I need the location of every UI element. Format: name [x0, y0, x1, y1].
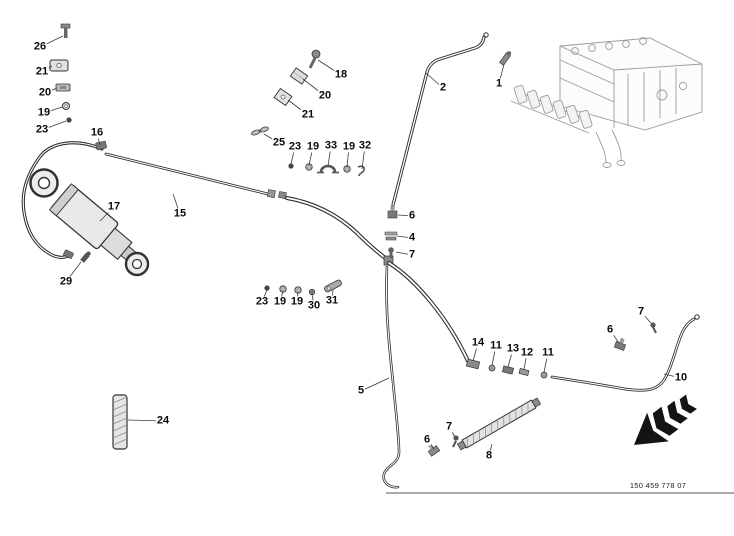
wing-clip-25 — [251, 126, 269, 136]
bolt-7-mid — [388, 247, 394, 258]
bolt-7-right — [650, 322, 657, 334]
rod-8 — [456, 397, 542, 451]
screw-18 — [308, 49, 321, 69]
fitting-6-right — [613, 337, 627, 351]
fitting-14 — [465, 358, 481, 370]
threaded-rod-24 — [112, 394, 128, 450]
seal-11 — [540, 371, 548, 379]
direction-arrow-icon — [634, 394, 697, 445]
hardware-row-mid — [264, 279, 342, 296]
pipe-15 — [104, 152, 287, 200]
hose-lower — [387, 261, 470, 363]
fitting-16 — [95, 140, 107, 151]
fitting-1 — [499, 51, 512, 66]
hardware-top-middle — [273, 49, 321, 107]
pipe-5 — [382, 265, 401, 489]
hydraulic-cylinder-illustration — [21, 140, 150, 277]
fitting-12 — [518, 368, 530, 376]
grease-nipple-29 — [80, 251, 91, 263]
hardware-top-left — [49, 23, 72, 123]
fitting-13 — [501, 365, 515, 375]
clamp-plate-21 — [273, 87, 293, 107]
hook-32 — [357, 165, 365, 177]
rivet-30 — [308, 288, 316, 296]
nut-20 — [55, 83, 71, 92]
pipe-clamp-33 — [317, 164, 339, 174]
clamp-plate-20 — [289, 67, 309, 85]
screw-26 — [60, 23, 71, 38]
fitting-6-bottom — [427, 443, 441, 457]
pipe-10 — [550, 314, 700, 392]
hose-upper — [285, 196, 391, 263]
bolt-23 — [264, 285, 270, 291]
bolt-23 — [288, 163, 294, 169]
clamp-31 — [324, 279, 342, 293]
engine-block-illustration — [510, 37, 703, 168]
fitting-6-mid — [387, 206, 398, 219]
hardware-row-upper — [251, 126, 365, 177]
clamp-21 — [49, 59, 69, 72]
drawing-number: 150 459 778 07 — [629, 481, 687, 490]
fittings-row — [465, 358, 548, 379]
seal-11 — [488, 364, 496, 372]
bolt-23 — [66, 117, 72, 123]
pipe-2 — [391, 32, 489, 207]
washers-4 — [384, 231, 398, 241]
